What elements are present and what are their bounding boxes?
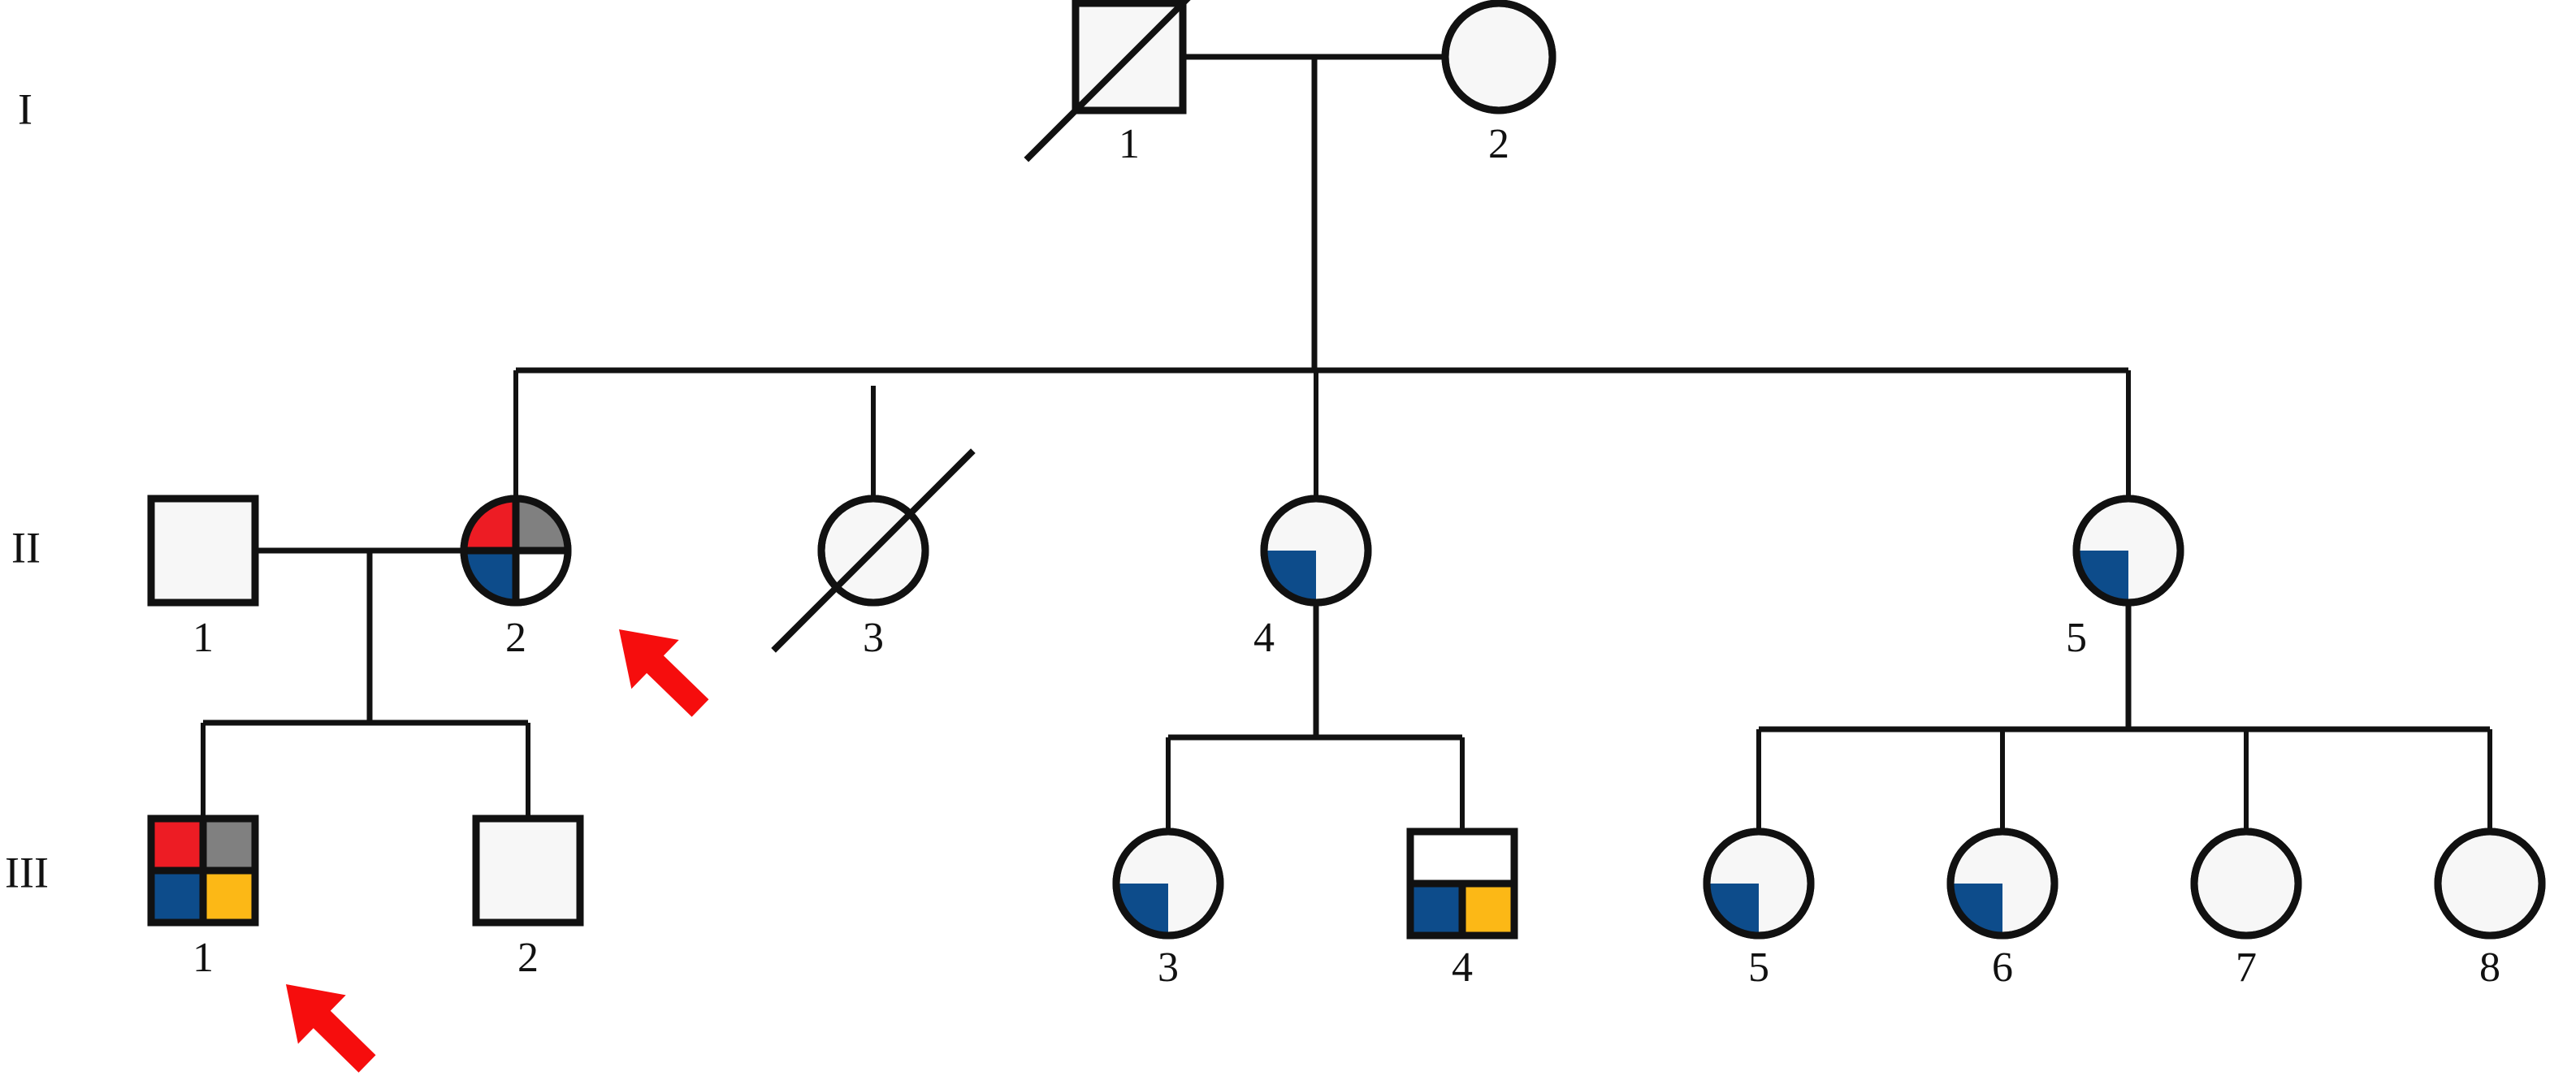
individual-id-label-II-4: 4 (1253, 615, 1275, 661)
individual-III-6[interactable] (1946, 828, 2059, 940)
deceased-slash-icon (771, 448, 976, 653)
individual-I-2[interactable] (1441, 0, 1556, 115)
individual-id-label-III-7: 7 (2236, 944, 2257, 991)
pedigree-id-labels: 1 2 1 2 3 4 5 1 2 3 4 5 6 7 8 (193, 121, 2500, 991)
individual-III-4[interactable] (1406, 828, 1518, 940)
symbol-outline (1946, 828, 2059, 940)
generation-label-II: II (11, 523, 41, 572)
generation-label-I: I (18, 84, 32, 133)
quadrant-bl-blue (1410, 884, 1462, 936)
symbol-outline (1112, 828, 1224, 940)
individual-id-label-III-2: 2 (517, 935, 539, 981)
pedigree-arrows (286, 629, 709, 1073)
individual-id-label-I-2: 2 (1488, 121, 1509, 167)
symbol-outline (1406, 828, 1518, 940)
proband-arrow-icon-III-1 (286, 984, 376, 1073)
symbol-base-square (472, 815, 584, 927)
individual-id-label-II-2: 2 (505, 615, 526, 661)
symbol-outline (1441, 0, 1556, 115)
symbol-base-square (147, 495, 259, 607)
quadrant-br-yellow (203, 871, 255, 923)
individual-id-label-III-6: 6 (1992, 944, 2013, 991)
individual-id-label-II-3: 3 (863, 615, 884, 661)
pedigree-connectors (201, 54, 2492, 833)
quadrant-tr-gray (203, 819, 255, 871)
quadrant-fills (1410, 832, 1514, 936)
individual-II-2[interactable] (460, 495, 572, 607)
quadrant-fills (151, 819, 255, 923)
individual-I-1[interactable] (1024, 0, 1232, 162)
individual-id-label-I-1: 1 (1119, 121, 1140, 167)
quadrant-bl-blue (151, 871, 203, 923)
quadrant-tr-white (1462, 832, 1514, 884)
symbol-outline (2190, 828, 2302, 940)
individual-id-label-II-1: 1 (193, 615, 214, 661)
individual-id-label-III-3: 3 (1158, 944, 1179, 991)
quadrant-tl-red (151, 819, 203, 871)
symbol-outline (2434, 828, 2546, 940)
symbol-outline (2072, 495, 2184, 607)
symbol-outline (1072, 0, 1187, 115)
quadrant-tl-white (1410, 832, 1462, 884)
symbol-outline (472, 815, 584, 927)
individual-III-8[interactable] (2434, 828, 2546, 940)
individual-III-5[interactable] (1703, 828, 1815, 940)
individual-II-4[interactable] (1260, 495, 1372, 607)
individual-II-3[interactable] (771, 448, 976, 653)
individual-id-label-III-4: 4 (1452, 944, 1473, 991)
individual-id-label-III-8: 8 (2479, 944, 2500, 991)
proband-arrow-icon-II-2 (619, 629, 709, 717)
pedigree-symbols (147, 0, 2546, 940)
deceased-slash-icon (1024, 0, 1191, 162)
individual-id-label-II-5: 5 (2066, 615, 2087, 661)
individual-II-1[interactable] (147, 495, 259, 607)
symbol-outline (460, 495, 572, 607)
symbol-outline (817, 495, 929, 607)
symbol-outline (1260, 495, 1372, 607)
individual-III-2[interactable] (472, 815, 584, 927)
individual-II-5[interactable] (2072, 495, 2184, 607)
symbol-outline (147, 495, 259, 607)
generation-label-III: III (5, 848, 49, 897)
individual-id-label-III-1: 1 (193, 935, 214, 981)
individual-III-7[interactable] (2190, 828, 2302, 940)
symbol-outline (1703, 828, 1815, 940)
individual-III-1[interactable] (147, 815, 259, 927)
symbol-outline (147, 815, 259, 927)
individual-id-label-III-5: 5 (1748, 944, 1769, 991)
quadrant-br-yellow (1462, 884, 1514, 936)
individual-III-3[interactable] (1112, 828, 1224, 940)
